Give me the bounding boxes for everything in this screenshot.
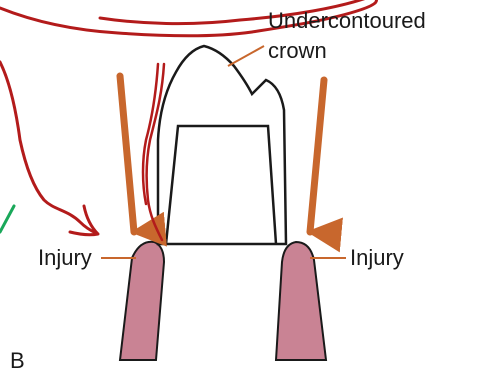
left-injury-label: Injury xyxy=(38,247,92,269)
right-gingiva xyxy=(276,242,326,360)
panel-label: B xyxy=(10,350,25,372)
crown-label-line-1: Undercontoured xyxy=(268,10,426,32)
left-force-arrow xyxy=(120,76,134,232)
left-gingiva xyxy=(120,242,164,360)
right-injury-label: Injury xyxy=(350,247,404,269)
red-scribble-left xyxy=(0,62,98,235)
crown-leader-line xyxy=(228,46,264,66)
green-scribble xyxy=(0,206,14,232)
right-force-arrow xyxy=(310,80,324,232)
crown-label-line-2: crown xyxy=(268,40,327,62)
